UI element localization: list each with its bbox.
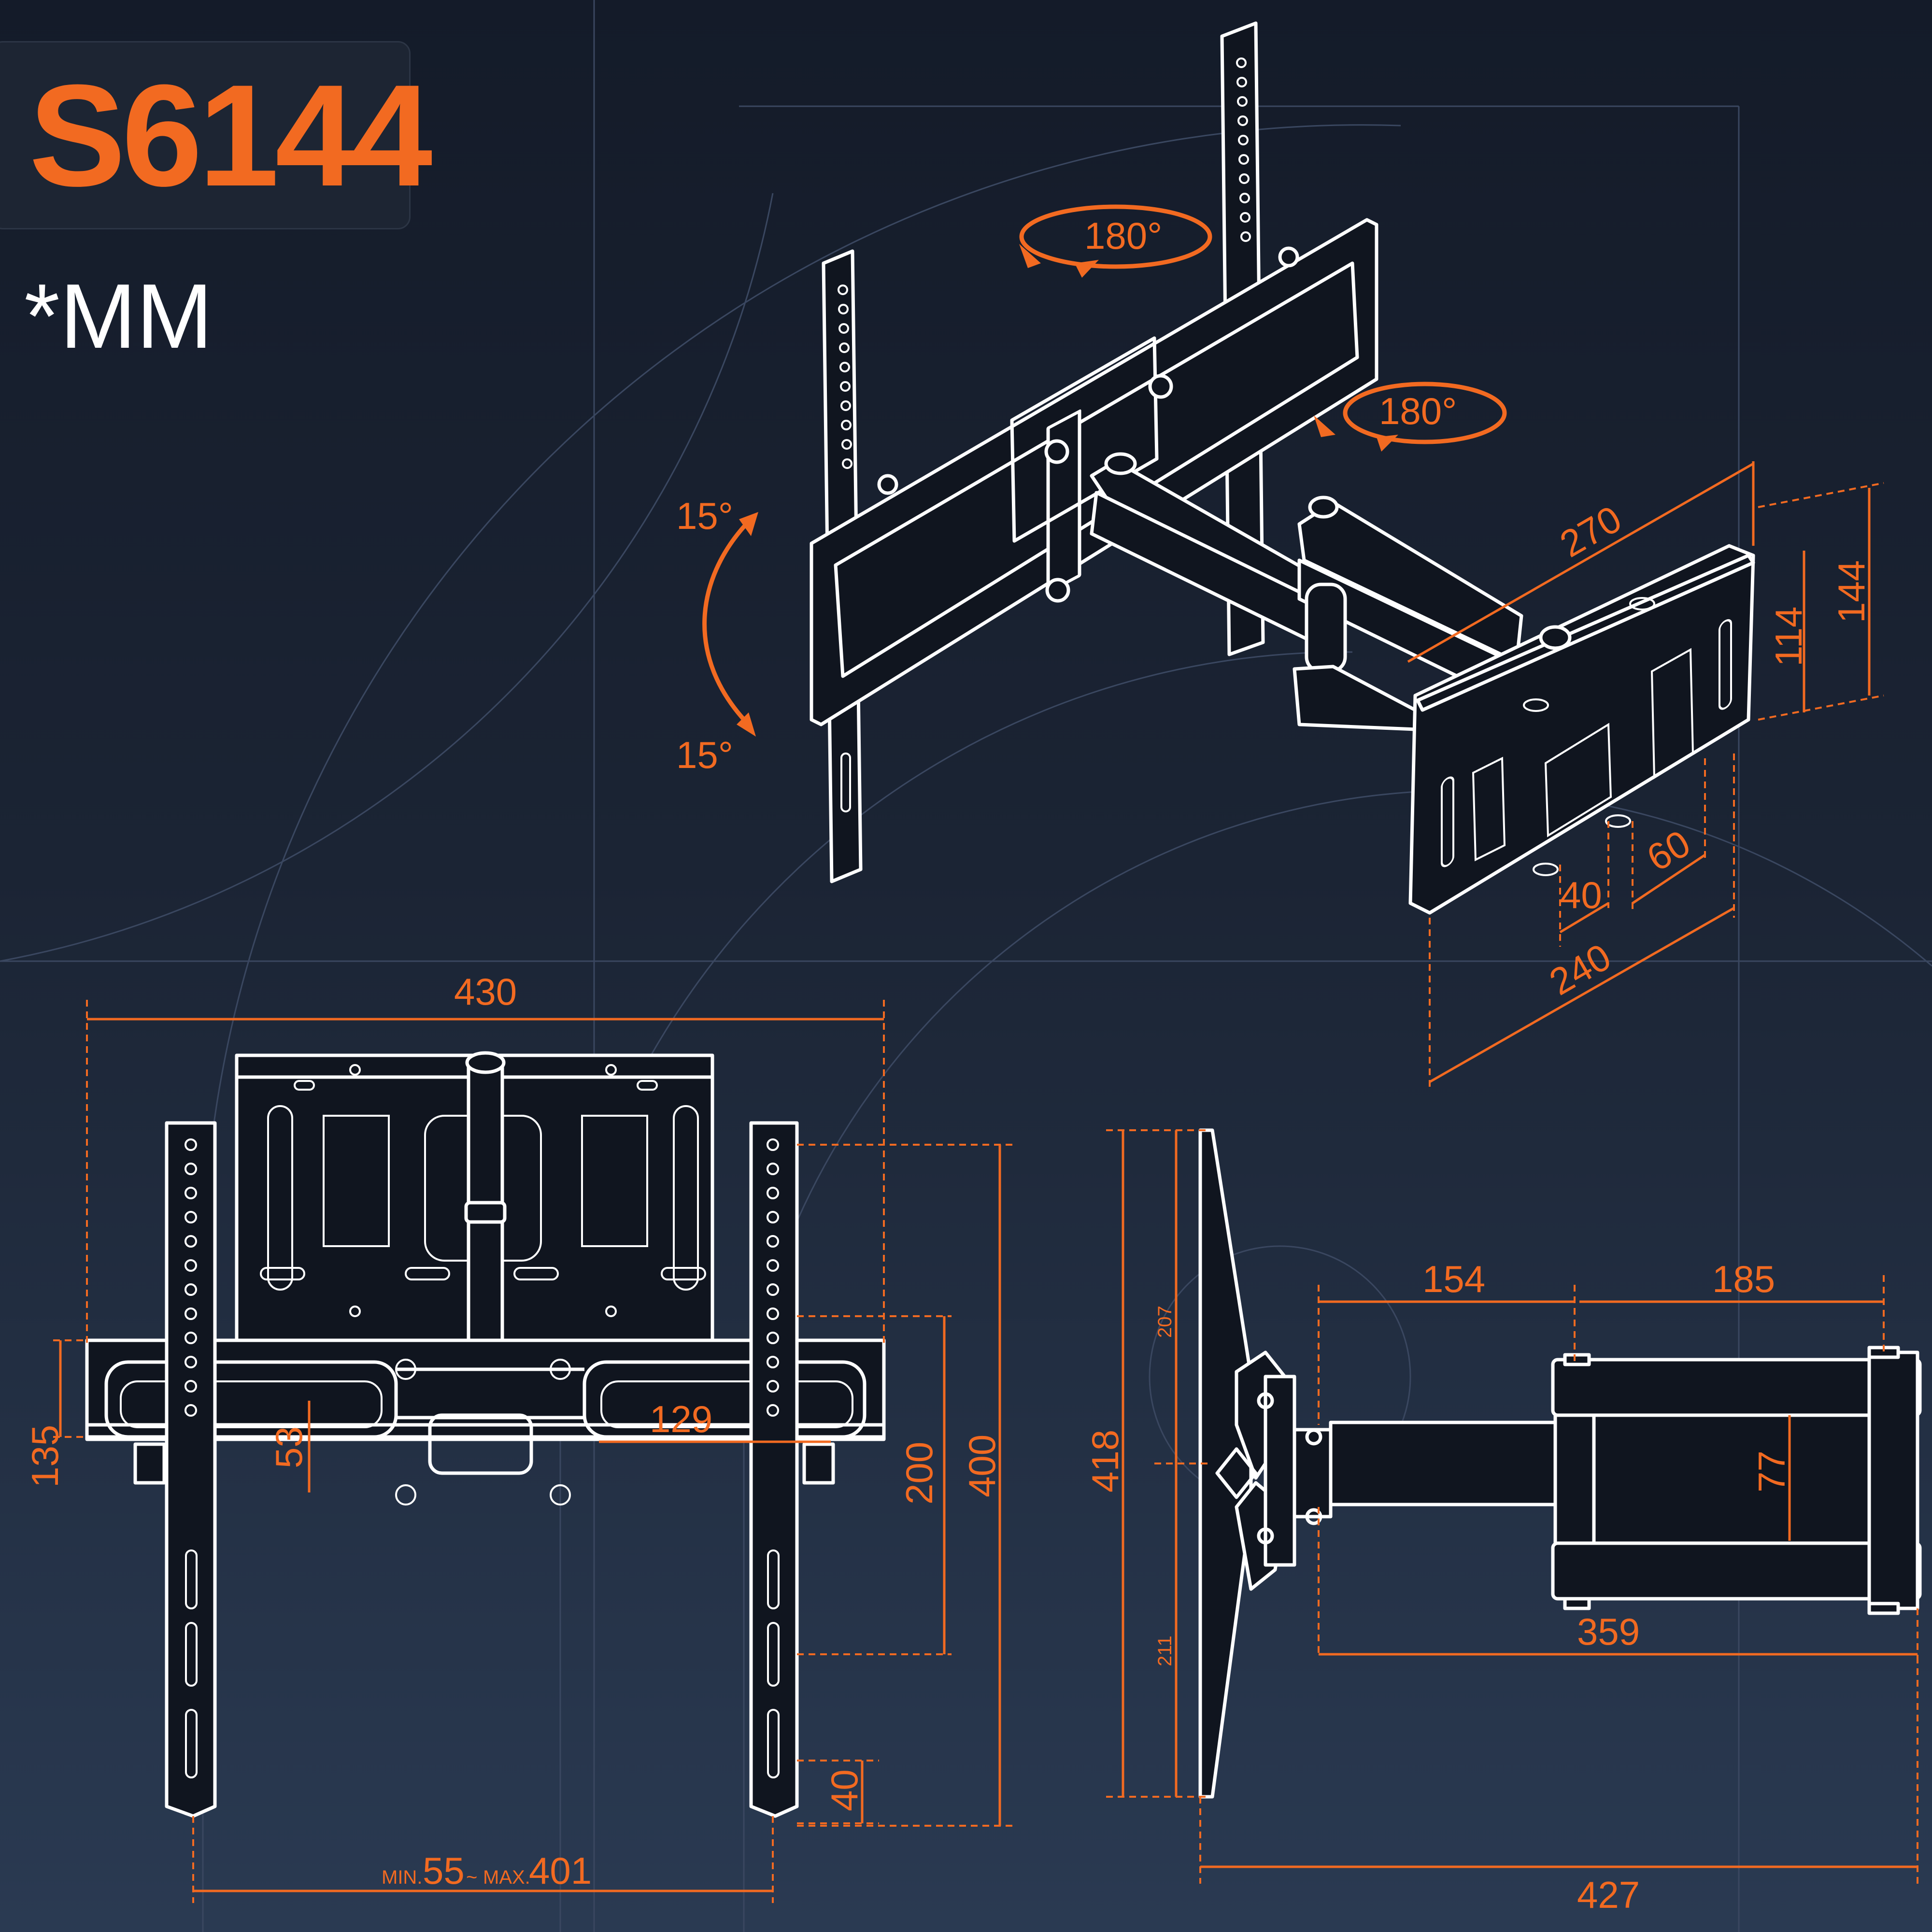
isometric-view (810, 21, 1755, 915)
dim-slot-width: 129 (650, 1398, 712, 1440)
dim-arm-extension: 359 (1577, 1610, 1640, 1653)
max-label: MAX. (483, 1867, 530, 1888)
swivel-right-label: 180° (1379, 390, 1457, 432)
front-left-bracket (165, 1121, 217, 1818)
dim-side-lower: 211 (1154, 1635, 1176, 1666)
front-wall-plate (235, 1051, 714, 1352)
side-dimensions: 418 207 211 154 185 77 359 427 (1084, 1129, 1918, 1916)
dim-hole-60: 60 (1640, 822, 1697, 880)
dim-rail-height: 135 (24, 1425, 66, 1488)
dim-plate-width: 240 (1542, 935, 1618, 1003)
dim-side-upper: 207 (1154, 1306, 1176, 1338)
dim-plate-outer: 144 (1830, 560, 1873, 623)
dim-arm-length: 270 (1553, 497, 1629, 565)
dim-arm-plate-height: 77 (1750, 1450, 1793, 1492)
front-right-bracket (749, 1121, 799, 1818)
front-view (85, 1051, 886, 1818)
model-number: S6144 (29, 54, 432, 216)
model-badge (0, 41, 411, 229)
tilt-down-label: 15° (676, 734, 733, 776)
unit-label: *MM (24, 265, 213, 368)
mount-bolts (877, 246, 1299, 603)
side-view (1198, 1128, 1922, 1799)
tilt-up-label: 15° (676, 495, 733, 537)
dim-side-height: 418 (1084, 1430, 1126, 1492)
dim-arm-segment-b: 185 (1712, 1258, 1775, 1300)
dim-bracket-height: 400 (961, 1435, 1003, 1497)
dim-max-extension: 427 (1577, 1874, 1640, 1916)
min-label: MIN. (382, 1867, 422, 1888)
side-arm (1329, 1346, 1922, 1615)
dim-hole-40: 40 (1560, 874, 1602, 916)
dim-arm-segment-a: 154 (1422, 1258, 1485, 1300)
dim-slot-height: 53 (268, 1426, 310, 1468)
front-dimensions: 430 400 200 135 53 129 40 MIN. 55 ~ MAX.… (24, 970, 1014, 1903)
articulating-arm (1090, 452, 1523, 731)
min-value: 55 (423, 1849, 465, 1892)
wall-plate (1408, 544, 1755, 915)
dim-bottom-offset: 40 (823, 1769, 866, 1811)
dim-bracket-inner: 200 (898, 1442, 940, 1505)
dim-plate-inner: 114 (1767, 607, 1810, 667)
range-separator: ~ (466, 1867, 477, 1888)
dim-bracket-width: 430 (454, 970, 517, 1013)
horizontal-rail (810, 218, 1378, 726)
swivel-top-label: 180° (1084, 214, 1162, 257)
front-clamp-screws (133, 1442, 835, 1485)
max-value: 401 (529, 1849, 592, 1892)
rotation-indicators: 180° 180° 15° 15° (676, 204, 1507, 776)
